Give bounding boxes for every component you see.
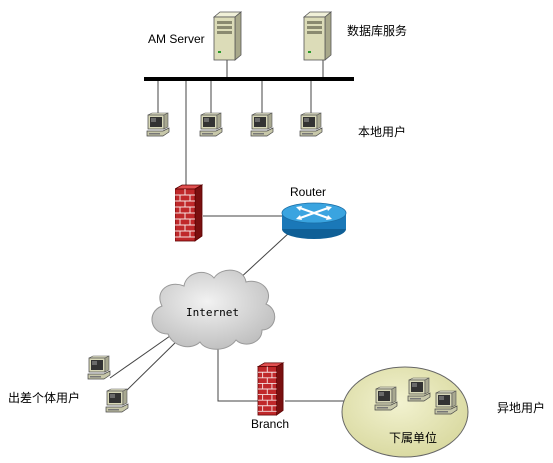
branch-label: Branch — [251, 417, 290, 431]
remote-site-boundary — [341, 366, 469, 458]
router-label: Router — [290, 185, 327, 199]
link-internet-traveler1 — [109, 335, 171, 379]
router-icon[interactable] — [281, 202, 347, 239]
remote-workstation-2-icon[interactable] — [407, 377, 431, 402]
traveler-workstation-1-icon[interactable] — [87, 355, 111, 380]
database-service-label: 数据库服务 — [347, 24, 408, 38]
traveling-users-label: 出差个体用户 — [8, 391, 81, 405]
local-workstation-3-icon[interactable] — [250, 112, 274, 137]
local-workstation-1-icon[interactable] — [146, 112, 170, 137]
local-users-label: 本地用户 — [358, 125, 407, 139]
lan-bus — [144, 77, 354, 81]
am-server-icon[interactable] — [213, 11, 242, 61]
hq-firewall-icon[interactable] — [175, 184, 203, 242]
local-workstation-2-icon[interactable] — [199, 112, 223, 137]
am-server-label: AM Server — [148, 32, 205, 46]
traveler-workstation-2-icon[interactable] — [105, 388, 129, 413]
local-workstation-4-icon[interactable] — [299, 112, 323, 137]
remote-workstation-3-icon[interactable] — [434, 390, 458, 415]
link-internet-branch — [217, 340, 258, 402]
database-server-icon[interactable] — [303, 11, 332, 61]
link-router-internet — [237, 231, 291, 281]
link-internet-traveler2 — [124, 337, 181, 393]
remote-users-label: 异地用户 — [497, 401, 546, 415]
subordinate-unit-label: 下属单位 — [389, 431, 438, 445]
connection-lines — [109, 60, 345, 402]
remote-workstation-1-icon[interactable] — [374, 386, 398, 411]
internet-label: Internet — [186, 306, 239, 319]
internet-cloud-icon[interactable] — [151, 269, 276, 350]
branch-firewall-icon[interactable] — [257, 362, 284, 416]
